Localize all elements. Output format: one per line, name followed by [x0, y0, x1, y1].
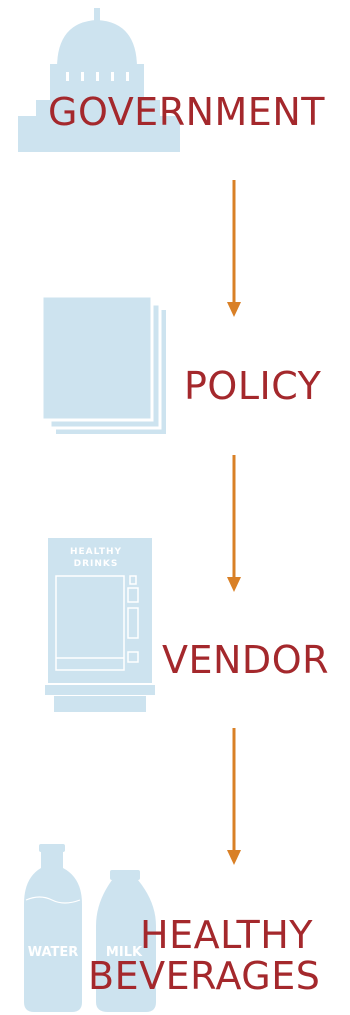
vending-sign-line-2: DRINKS [74, 559, 119, 569]
step-label-healthy: HEALTHY [140, 913, 314, 957]
step-label-vendor: VENDOR [162, 638, 330, 682]
step-label-policy: POLICY [184, 364, 322, 408]
bottle-label-water: WATER [28, 945, 79, 960]
flow-arrow-2 [227, 455, 241, 592]
capitol-building-icon [18, 8, 180, 152]
document-stack-icon [42, 296, 166, 434]
step-label-beverages: BEVERAGES [88, 954, 321, 998]
vending-sign-line-1: HEALTHY [70, 547, 122, 557]
vending-machine-icon: HEALTHY DRINKS [44, 538, 157, 712]
beverage-bottles-icon: WATER MILK [24, 844, 156, 1012]
flow-arrow-1 [227, 180, 241, 317]
bottle-label-milk: MILK [106, 945, 143, 960]
step-label-government: GOVERNMENT [48, 90, 325, 134]
flow-arrow-3 [227, 728, 241, 865]
